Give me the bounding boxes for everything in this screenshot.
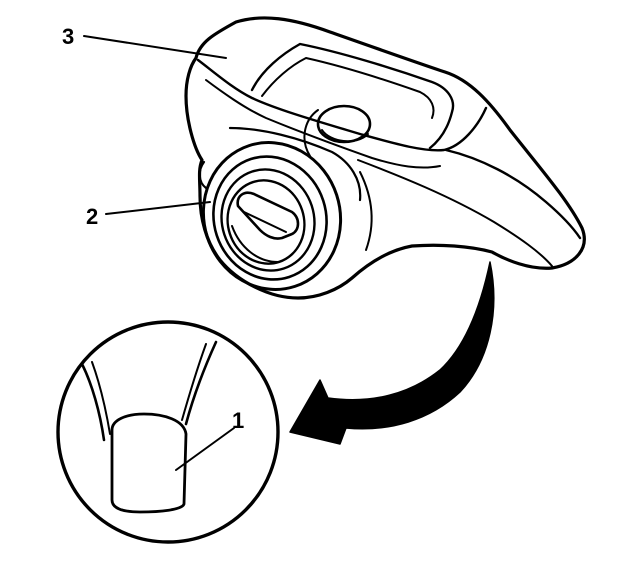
detail-arrow bbox=[289, 261, 495, 445]
rocker-arm-outline bbox=[184, 16, 586, 300]
rim-edge bbox=[196, 58, 488, 152]
detail-arrow-shaft bbox=[289, 261, 495, 445]
detail-magnifier bbox=[56, 320, 280, 544]
arm-lower-edge bbox=[359, 171, 373, 251]
callout-1-label: 1 bbox=[232, 408, 244, 433]
leader-line-2 bbox=[105, 201, 211, 215]
rim-edge-inner bbox=[205, 79, 441, 169]
top-cavity-inner bbox=[261, 57, 435, 119]
cavity-wall bbox=[303, 109, 319, 157]
boss-slot-inner bbox=[243, 211, 287, 233]
boss-inner-shadow bbox=[231, 225, 279, 263]
tip-left-wall-inner bbox=[91, 361, 111, 435]
tip-right-wall bbox=[184, 340, 218, 426]
arm-side-edge bbox=[357, 159, 553, 267]
tip-right-wall-inner bbox=[181, 343, 207, 421]
front-face-edge bbox=[228, 126, 362, 202]
pivot-hole-depth bbox=[321, 129, 369, 143]
callout-2-label: 2 bbox=[86, 204, 98, 229]
leader-line-1 bbox=[175, 427, 235, 471]
contact-pad bbox=[110, 412, 188, 514]
tip-left-wall bbox=[80, 362, 106, 442]
trunnion-boss bbox=[201, 141, 343, 291]
boss-slot bbox=[236, 191, 300, 240]
side-nub bbox=[198, 160, 208, 190]
arm-top-edge bbox=[444, 148, 582, 240]
leader-line-3 bbox=[83, 35, 227, 59]
boss-ring-2 bbox=[212, 155, 328, 281]
rocker-arm bbox=[184, 16, 586, 300]
boss-ring-3 bbox=[220, 168, 316, 272]
callout-3-label: 3 bbox=[62, 24, 74, 49]
boss-outer-ring bbox=[201, 141, 343, 291]
top-cavity bbox=[250, 42, 455, 150]
magnifier-circle bbox=[56, 320, 280, 544]
